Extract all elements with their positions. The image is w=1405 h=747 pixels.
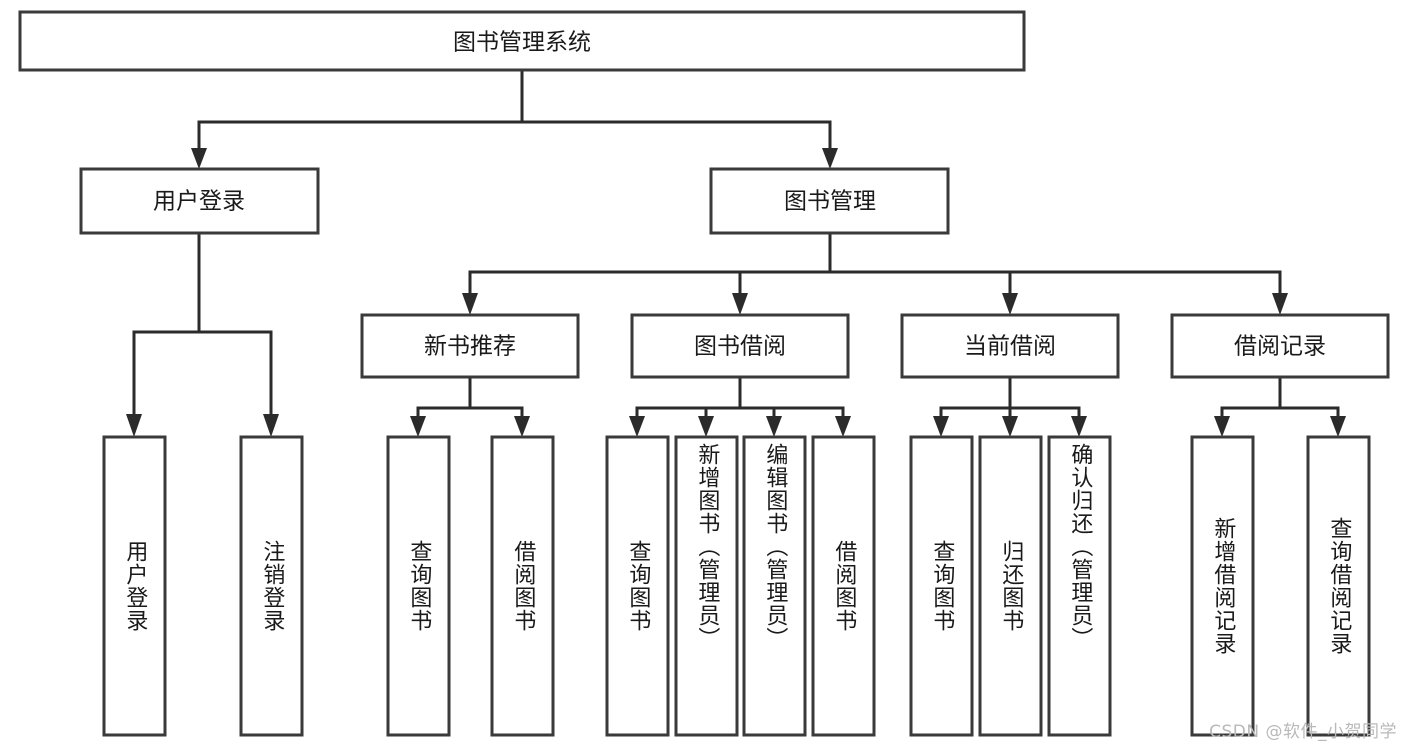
node-leaf-edit-book-box[interactable] xyxy=(742,435,807,737)
node-new-book-recommend-label: 新书推荐 xyxy=(424,334,516,360)
watermark-text: CSDN @软件_小贺同学 xyxy=(1209,722,1397,742)
arrow-head-borrow-record xyxy=(1272,293,1288,315)
connector-group-user-login xyxy=(126,231,279,437)
node-leaf-query-book-1-box[interactable] xyxy=(386,435,451,737)
arrow-head-leaf-query-book-1 xyxy=(410,416,426,437)
node-leaf-add-book-box[interactable] xyxy=(674,435,739,737)
node-book-borrow[interactable]: 图书借阅 xyxy=(630,313,850,379)
node-book-borrow-box[interactable] xyxy=(630,313,850,379)
node-current-borrow-box[interactable] xyxy=(900,313,1120,379)
arrow-head-leaf-add-book xyxy=(698,416,714,437)
arrow-head-leaf-confirm-return xyxy=(1071,416,1087,437)
arrow-head-leaf-query-book-3 xyxy=(933,416,949,437)
node-leaf-logout-login-box[interactable] xyxy=(239,435,304,737)
arrow-head-leaf-return-book xyxy=(1002,416,1018,437)
connector-group-borrow-record xyxy=(1214,375,1346,437)
node-user-login-label: 用户登录 xyxy=(153,189,245,215)
arrow-head-leaf-borrow-book-1 xyxy=(514,416,530,437)
node-book-manage[interactable]: 图书管理 xyxy=(709,167,950,235)
connector-group-current-borrow xyxy=(933,375,1087,437)
node-leaf-borrow-book-2-box[interactable] xyxy=(811,435,876,737)
node-leaf-confirm-return-box[interactable] xyxy=(1047,435,1112,737)
arrow-head-new-book-recommend xyxy=(462,293,478,315)
node-leaf-user-login-box[interactable] xyxy=(102,435,167,737)
node-leaf-query-record-box[interactable] xyxy=(1306,435,1371,737)
node-leaf-query-book-3-box[interactable] xyxy=(909,435,974,737)
node-leaf-return-book-box[interactable] xyxy=(978,435,1043,737)
arrow-head-current-borrow xyxy=(1002,293,1018,315)
connector-group-book-manage xyxy=(462,231,1288,315)
node-borrow-record[interactable]: 借阅记录 xyxy=(1170,313,1390,379)
node-current-borrow[interactable]: 当前借阅 xyxy=(900,313,1120,379)
node-root-box[interactable] xyxy=(18,10,1026,72)
arrow-head-leaf-query-book-2 xyxy=(629,416,645,437)
connector-group-book-borrow xyxy=(629,375,851,437)
node-new-book-recommend[interactable]: 新书推荐 xyxy=(360,313,580,379)
node-root-label: 图书管理系统 xyxy=(453,30,591,56)
node-book-manage-label: 图书管理 xyxy=(784,189,876,215)
connector-group-root xyxy=(191,68,838,169)
arrow-head-leaf-query-record xyxy=(1330,416,1346,437)
node-user-login[interactable]: 用户登录 xyxy=(79,167,320,235)
connector-group-new-book-recommend xyxy=(410,375,530,437)
node-new-book-recommend-box[interactable] xyxy=(360,313,580,379)
arrow-head-user-login xyxy=(191,148,207,169)
node-root[interactable]: 图书管理系统 xyxy=(18,10,1026,72)
arrow-head-book-manage xyxy=(822,148,838,169)
arrow-head-leaf-add-record xyxy=(1214,416,1230,437)
arrow-head-leaf-edit-book xyxy=(766,416,782,437)
node-leaf-add-record-box[interactable] xyxy=(1190,435,1255,737)
node-current-borrow-label: 当前借阅 xyxy=(964,334,1056,360)
node-leaf-borrow-book-1-box[interactable] xyxy=(490,435,555,737)
node-borrow-record-box[interactable] xyxy=(1170,313,1390,379)
node-user-login-box[interactable] xyxy=(79,167,320,235)
arrow-head-book-borrow xyxy=(732,293,748,315)
arrow-head-leaf-logout-login xyxy=(263,414,279,437)
node-borrow-record-label: 借阅记录 xyxy=(1234,334,1326,360)
arrow-head-leaf-user-login xyxy=(126,414,142,437)
node-leaf-query-book-2-box[interactable] xyxy=(605,435,670,737)
node-book-borrow-label: 图书借阅 xyxy=(694,334,786,360)
arrow-head-leaf-borrow-book-2 xyxy=(835,416,851,437)
node-book-manage-box[interactable] xyxy=(709,167,950,235)
